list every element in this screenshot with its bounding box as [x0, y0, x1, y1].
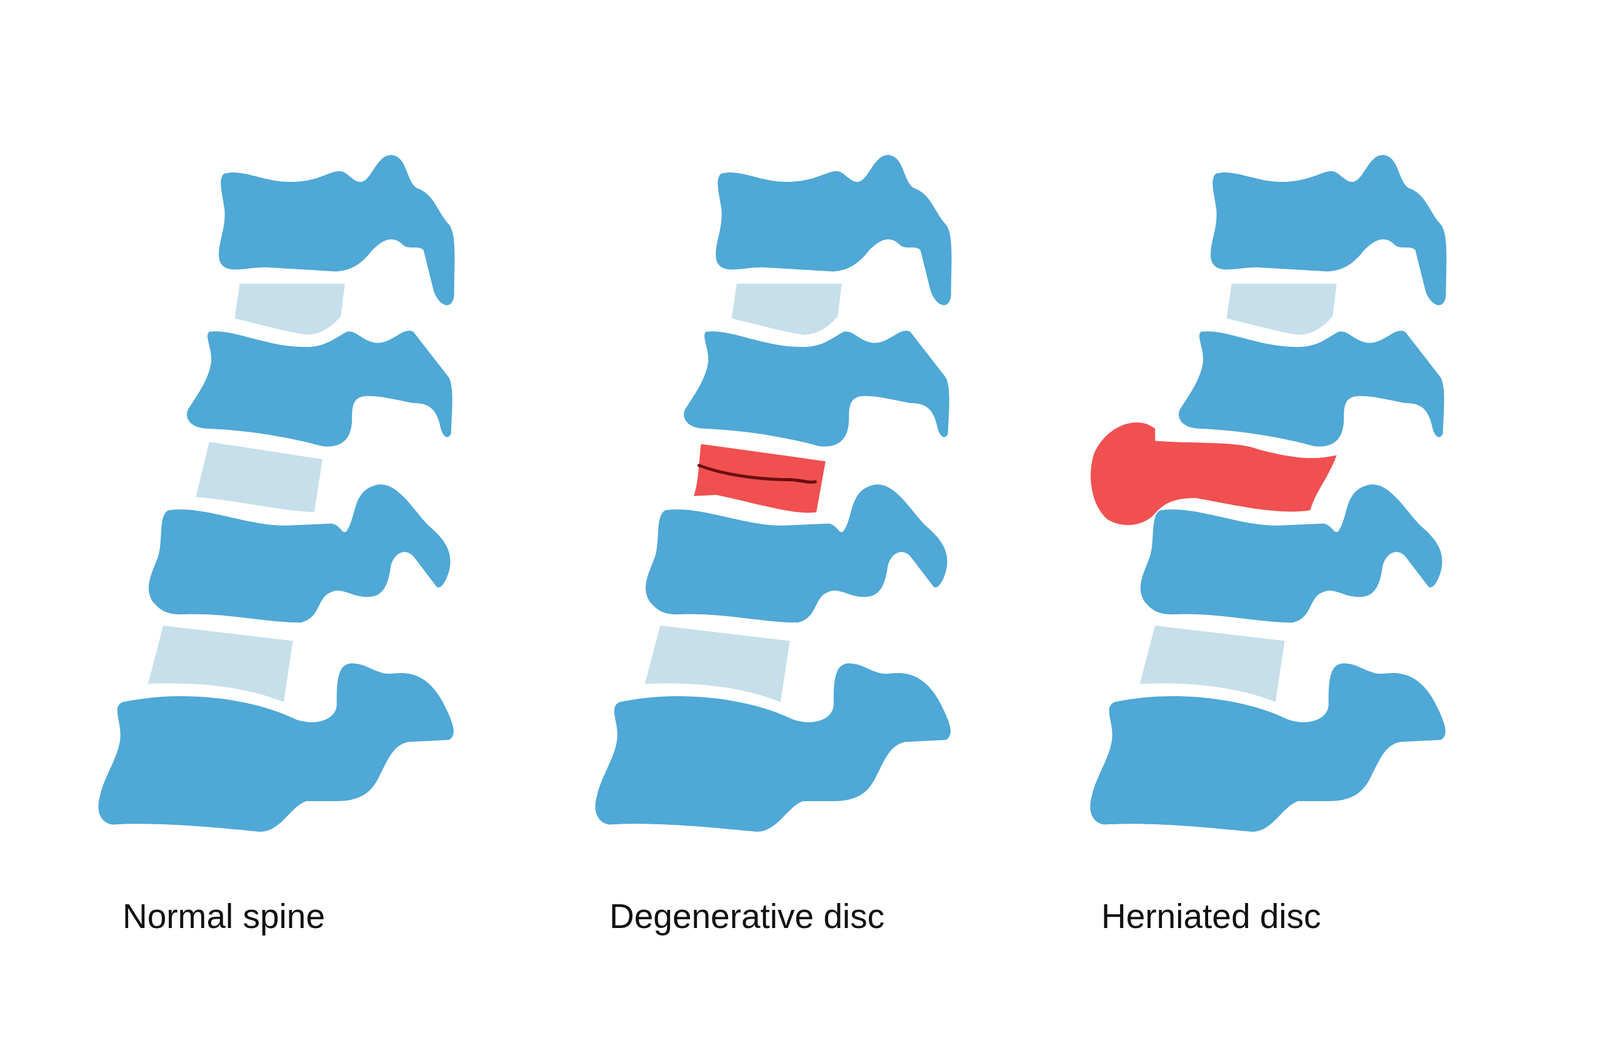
caption-label: Normal spine [122, 897, 325, 936]
normal-spine [98, 155, 455, 832]
disc-crack [698, 465, 815, 483]
herniated-disc [1090, 422, 1337, 525]
degenerative-disc [693, 443, 826, 513]
caption-label: Degenerative disc [609, 897, 885, 936]
normal-disc [195, 441, 322, 513]
herniated-spine [1090, 155, 1447, 832]
degenerative-spine [595, 155, 952, 832]
caption-label: Herniated disc [1101, 897, 1322, 936]
